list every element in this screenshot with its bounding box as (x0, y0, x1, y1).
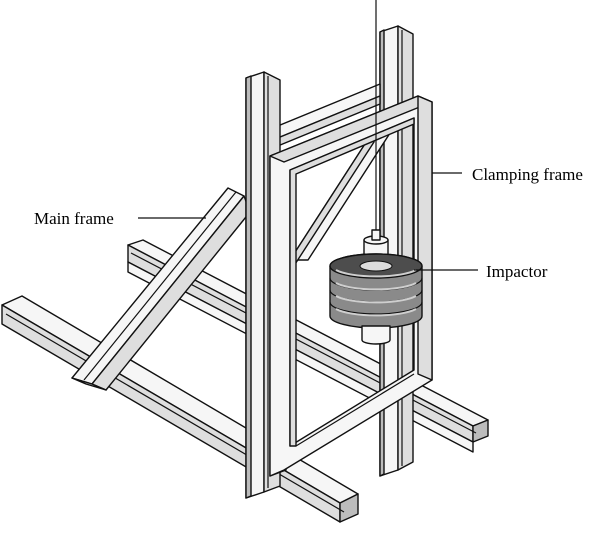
main-frame-label: Main frame (34, 209, 114, 228)
impactor-label: Impactor (486, 262, 548, 281)
clamping-frame (269, 95, 433, 477)
impactor (329, 229, 423, 345)
clamping-frame-label: Clamping frame (472, 165, 583, 184)
